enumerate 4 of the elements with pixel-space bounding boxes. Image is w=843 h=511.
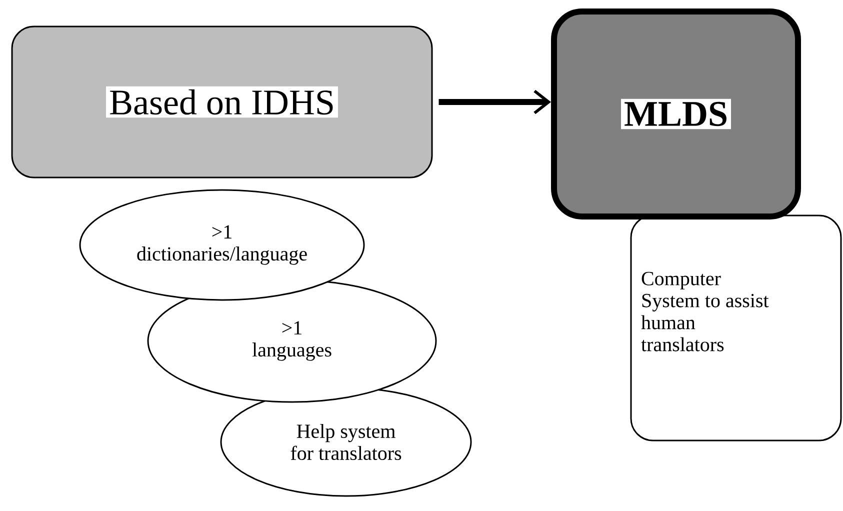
arrow: [438, 90, 551, 114]
rounded-box: Based on IDHS: [11, 26, 433, 178]
rounded-box: Computer System to assist human translators: [630, 214, 842, 442]
rounded-box: MLDS: [551, 8, 801, 220]
